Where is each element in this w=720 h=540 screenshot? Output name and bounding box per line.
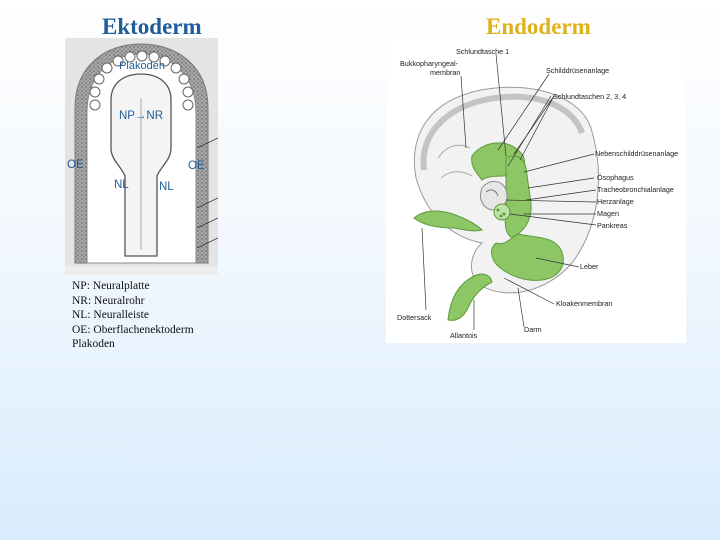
label-oe-left: OE: [67, 159, 84, 171]
pointer-lines: [421, 53, 597, 330]
legend-item: NL: Neuralleiste: [72, 309, 149, 321]
label-herz: Herzanlage: [597, 197, 634, 206]
label-leber: Leber: [580, 262, 599, 271]
legend-item: NR: Neuralrohr: [72, 294, 145, 307]
endoderm-diagram: Bukkopharyngeal- membran Schlundtasche 1…: [397, 47, 678, 340]
label-np-nr: NP→NR: [119, 110, 163, 122]
legend-item: NP: Neuralplatte: [72, 280, 150, 292]
label-oe-right: OE: [188, 160, 205, 172]
label-oesophagus: Ösophagus: [597, 173, 634, 182]
legend-item: OE: Oberflachenektoderm: [72, 323, 194, 336]
label-schlundtaschen234: Schlundtaschen 2, 3, 4: [553, 92, 626, 101]
ektoderm-title: Ektoderm: [102, 14, 202, 39]
label-plakoden: Plakoden: [119, 60, 165, 72]
label-schilddruesen: Schilddrüsenanlage: [546, 66, 609, 75]
endoderm-gut: [471, 142, 564, 281]
endoderm-figure: Bukkopharyngeal- membran Schlundtasche 1…: [386, 38, 686, 343]
yolk-sac: [413, 210, 483, 232]
legend-item: Plakoden: [72, 338, 115, 350]
ectoderm-diagram: Plakoden NP→NR OE OE NL NL: [65, 38, 219, 275]
label-dottersack: Dottersack: [397, 313, 432, 322]
label-bukkopharyngeal: Bukkopharyngeal-: [400, 59, 459, 68]
ectoderm-legend: NP: Neuralplatte NR: Neuralrohr NL: Neur…: [72, 279, 194, 352]
label-nl-left: NL: [114, 179, 129, 191]
allantois: [447, 273, 493, 321]
label-nebenschild: Nebenschilddrüsenanlage: [595, 149, 678, 158]
endoderm-title: Endoderm: [486, 14, 591, 39]
label-darm: Darm: [524, 325, 542, 334]
label-magen: Magen: [597, 209, 619, 218]
label-tracheo: Tracheobronchialanlage: [597, 185, 674, 194]
placode-ring: [89, 50, 194, 111]
label-schlundtasche1: Schlundtasche 1: [456, 47, 509, 56]
label-membran: membran: [430, 68, 460, 77]
hatching: [196, 137, 219, 249]
label-kloaken: Kloakenmembran: [556, 299, 612, 308]
label-nl-right: NL: [159, 181, 174, 193]
label-allantois: Allantois: [450, 331, 478, 340]
ectoderm-figure: Plakoden NP→NR OE OE NL NL: [65, 38, 219, 275]
label-pankreas: Pankreas: [597, 221, 628, 230]
